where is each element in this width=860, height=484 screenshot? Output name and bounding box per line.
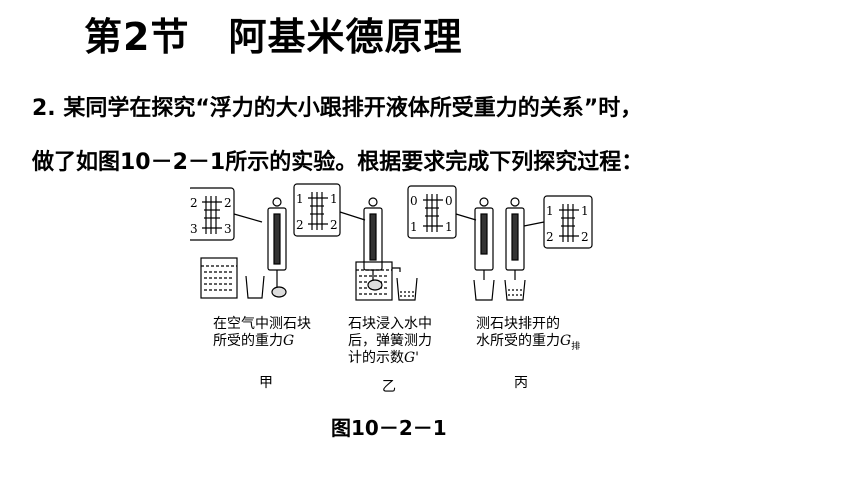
experiment-figure: 2 2 3 3 1 1 2 2 0 0 1 1 1 1 2 2 [190, 183, 593, 301]
beaker [200, 257, 238, 299]
page-title: 第2节 阿基米德原理 [84, 15, 463, 59]
figure-caption: 图10－2－1 [331, 416, 447, 440]
scale-reading-top: 0 [445, 194, 453, 208]
scale-reading-bottom: 2 [546, 230, 554, 244]
cup [504, 279, 526, 301]
scale-reading-bottom: 2 [330, 218, 338, 232]
scale-reading-top: 1 [546, 204, 554, 218]
scale-zoom-box [407, 185, 457, 239]
scale-ring [272, 197, 282, 207]
beaker [355, 261, 393, 301]
scale-reading-bottom: 3 [190, 222, 198, 236]
caption-panel-jia: 在空气中测石块 所受的重力G [213, 316, 311, 349]
cup [396, 277, 418, 301]
scale-reading-top: 0 [410, 194, 418, 208]
scale-reading-top: 1 [581, 204, 589, 218]
panel-label-yi: 乙 [382, 379, 396, 395]
question-line-1: 2. 某同学在探究“浮力的大小跟排开液体所受重力的关系”时， [32, 96, 643, 121]
scale-reading-top: 2 [224, 196, 232, 210]
scale-reading-bottom: 2 [296, 218, 304, 232]
panel-label-bing: 丙 [514, 375, 528, 391]
scale-reading-bottom: 1 [410, 220, 418, 234]
scale-zoom-box [293, 183, 341, 237]
scale-reading-bottom: 1 [445, 220, 453, 234]
scale-reading-bottom: 3 [224, 222, 232, 236]
panel-label-jia: 甲 [259, 375, 273, 391]
stone [271, 286, 287, 298]
scale-reading-top: 1 [296, 192, 304, 206]
cup [473, 279, 495, 301]
caption-panel-yi: 石块浸入水中 后，弹簧测力 计的示数G' [348, 316, 432, 366]
scale-reading-top: 2 [190, 196, 198, 210]
scale-reading-bottom: 2 [581, 230, 589, 244]
scale-reading-top: 1 [330, 192, 338, 206]
question-line-2: 做了如图10－2－1所示的实验。根据要求完成下列探究过程： [32, 150, 644, 175]
cup [245, 275, 265, 299]
caption-panel-bing: 测石块排开的 水所受的重力G排 [476, 316, 581, 352]
